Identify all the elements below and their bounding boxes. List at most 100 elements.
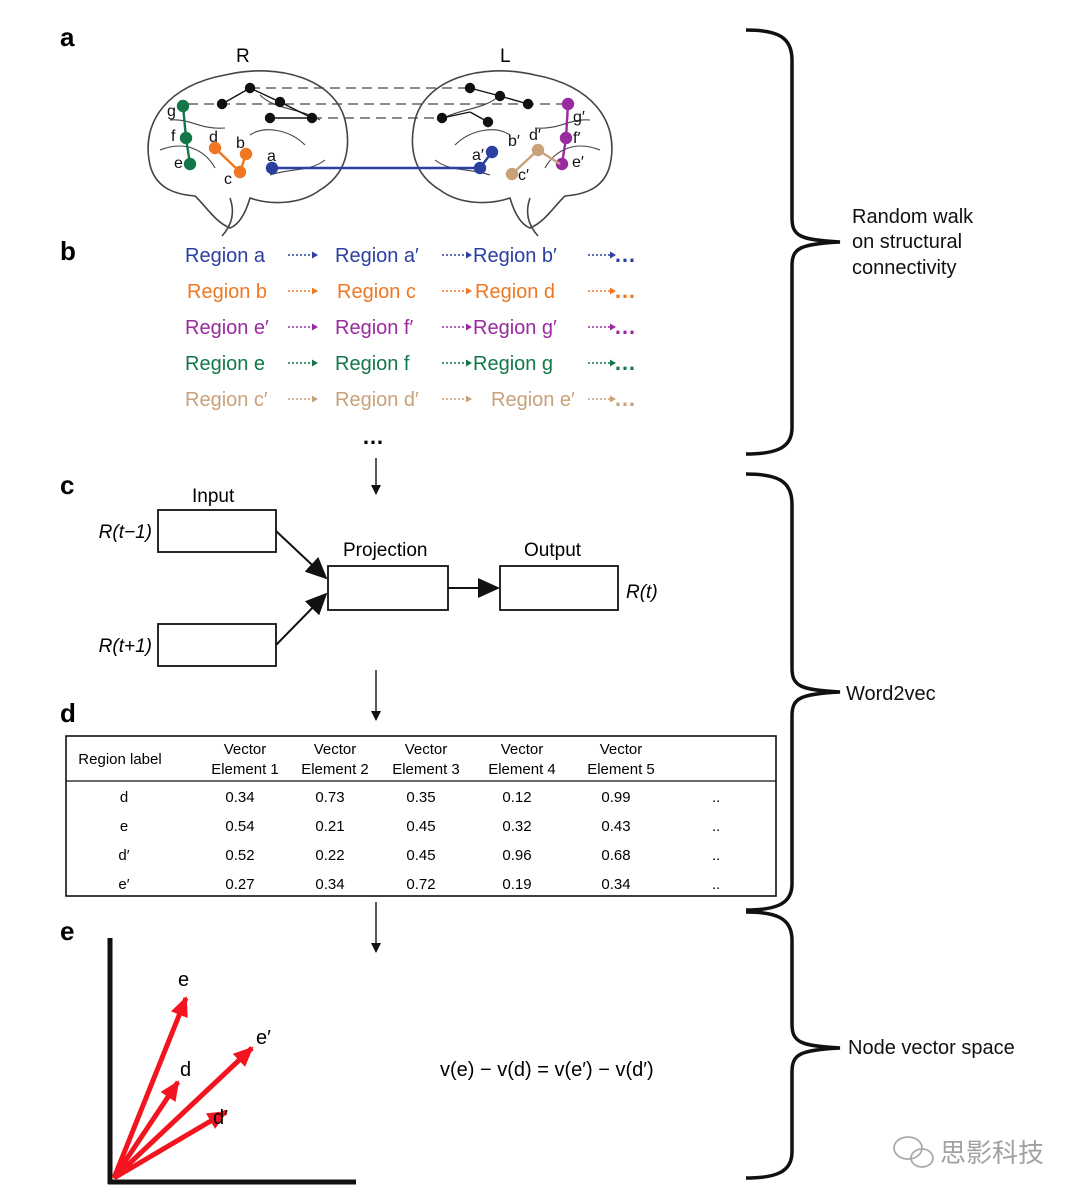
- hemisphere-left-label: L: [500, 46, 511, 67]
- panel-c-letter: c: [60, 470, 74, 500]
- walk-2-arrowhead-0: [312, 323, 318, 331]
- walk-1-region-0: Region b: [187, 281, 267, 303]
- vector-arrow-0: [111, 996, 189, 1179]
- node-label-f: f: [171, 128, 176, 145]
- walk-1-arrowhead-0: [312, 287, 318, 295]
- wechat-icon: [893, 1136, 934, 1168]
- table-row-0-more: ..: [712, 789, 720, 806]
- walk-0-arrowhead-2: [610, 251, 616, 259]
- output-label: Output: [524, 540, 582, 561]
- walk-0-arrowhead-1: [466, 251, 472, 259]
- walk-0-arrowhead-0: [312, 251, 318, 259]
- table-header-4-line-0: Vector: [501, 741, 544, 758]
- bracket-labels: Random walk on structural connectivity W…: [846, 206, 1015, 1059]
- vector-arrow-1: [111, 1080, 181, 1180]
- node-label-c: c: [224, 171, 232, 188]
- interhemispheric-dashed-links: [188, 87, 568, 119]
- table-header-5-line-1: Element 5: [587, 761, 655, 778]
- table-header-0: Region label: [78, 751, 161, 768]
- walk-1-arrowhead-1: [466, 287, 472, 295]
- node-label-d-prime: d′: [529, 127, 541, 144]
- table-row-0-cell-0: 0.34: [225, 789, 254, 806]
- walk-4-region-1: Region d′: [335, 389, 419, 411]
- table-row-0-cell-4: 0.99: [601, 789, 630, 806]
- projection-label: Projection: [343, 540, 428, 561]
- walk-4-ellipsis: …: [614, 386, 636, 411]
- walk-0-region-1: Region a′: [335, 245, 419, 267]
- vector-arrow-3: [112, 1109, 228, 1181]
- walk-2-region-2: Region g′: [473, 317, 557, 339]
- table-row-3-cell-0: 0.27: [225, 876, 254, 893]
- table-header-1-line-0: Vector: [224, 741, 267, 758]
- walk-2-arrowhead-2: [610, 323, 616, 331]
- vector-arrow-2: [112, 1046, 254, 1180]
- black-network: [216, 82, 534, 128]
- node-label-d: d: [209, 129, 218, 146]
- walk-1-ellipsis: …: [614, 278, 636, 303]
- table-row-3-cell-1: 0.34: [315, 876, 344, 893]
- vector-label-3: d′: [213, 1107, 228, 1129]
- node-label-b-prime: b′: [508, 133, 520, 150]
- bracket-random-walk: [745, 28, 841, 456]
- table-header-1-line-1: Element 1: [211, 761, 279, 778]
- brain-left-hemisphere: [411, 70, 613, 237]
- vector-label-0: e: [178, 969, 189, 991]
- arrow-input-next-to-projection: [275, 592, 328, 646]
- blue-walk-edges: [265, 145, 499, 175]
- table-row-1-label: e: [120, 818, 128, 835]
- walk-4-region-2: Region e′: [491, 389, 575, 411]
- watermark-text: 思影科技: [940, 1138, 1044, 1168]
- bracket-word2vec: [745, 472, 841, 912]
- node-label-b: b: [236, 135, 245, 152]
- table-header-2-line-1: Element 2: [301, 761, 369, 778]
- node-vectors: e d e′ d′: [111, 969, 271, 1181]
- table-row-2-cell-2: 0.45: [406, 847, 435, 864]
- table-row-3-cell-3: 0.19: [502, 876, 531, 893]
- random-walk-line-1: Random walk: [852, 206, 974, 228]
- node-label-c-prime: c′: [518, 167, 529, 184]
- table-header-3-line-1: Element 3: [392, 761, 460, 778]
- tan-walk-edges: [505, 143, 561, 181]
- r-out-label: R(t): [626, 582, 658, 603]
- table-row-1-cell-2: 0.45: [406, 818, 435, 835]
- purple-walk-edges: [555, 97, 575, 171]
- arrow-input-prev-to-projection: [275, 530, 328, 580]
- node-label-a: a: [267, 148, 276, 165]
- table-row-2-cell-0: 0.52: [225, 847, 254, 864]
- walk-4-region-0: Region c′: [185, 389, 268, 411]
- walk-2-region-1: Region f′: [335, 317, 413, 339]
- vector-label-2: e′: [256, 1027, 271, 1049]
- bracket-node-vector-space: [745, 910, 841, 1180]
- node-label-g-prime: g′: [573, 109, 585, 126]
- vector-label-1: d: [180, 1059, 191, 1081]
- walk-1-region-2: Region d: [475, 281, 555, 303]
- table-row-1-more: ..: [712, 818, 720, 835]
- walk-2-region-0: Region e′: [185, 317, 269, 339]
- table-row-1-cell-1: 0.21: [315, 818, 344, 835]
- walk-3-region-0: Region e: [185, 353, 265, 375]
- walk-2-arrowhead-1: [466, 323, 472, 331]
- green-walk-edges: [176, 99, 197, 171]
- table-row-3-more: ..: [712, 876, 720, 893]
- watermark: 思影科技: [893, 1136, 1044, 1168]
- table-row-2-cell-3: 0.96: [502, 847, 531, 864]
- table-row-0-cell-2: 0.35: [406, 789, 435, 806]
- table-row-1-cell-3: 0.32: [502, 818, 531, 835]
- walk-4-arrowhead-0: [312, 395, 318, 403]
- walk-0-ellipsis: …: [614, 242, 636, 267]
- table-row-3-cell-2: 0.72: [406, 876, 435, 893]
- right-brackets: [745, 28, 841, 1180]
- walk-2-ellipsis: …: [614, 314, 636, 339]
- input-label: Input: [192, 486, 235, 507]
- panel-e-letter: e: [60, 916, 74, 946]
- table-header-5-line-0: Vector: [600, 741, 643, 758]
- panel-d-letter: d: [60, 698, 76, 728]
- table-row-0-label: d: [120, 789, 128, 806]
- table-header-2-line-0: Vector: [314, 741, 357, 758]
- output-box: [499, 565, 619, 611]
- hemisphere-right-label: R: [236, 46, 250, 67]
- walk-4-arrowhead-1: [466, 395, 472, 403]
